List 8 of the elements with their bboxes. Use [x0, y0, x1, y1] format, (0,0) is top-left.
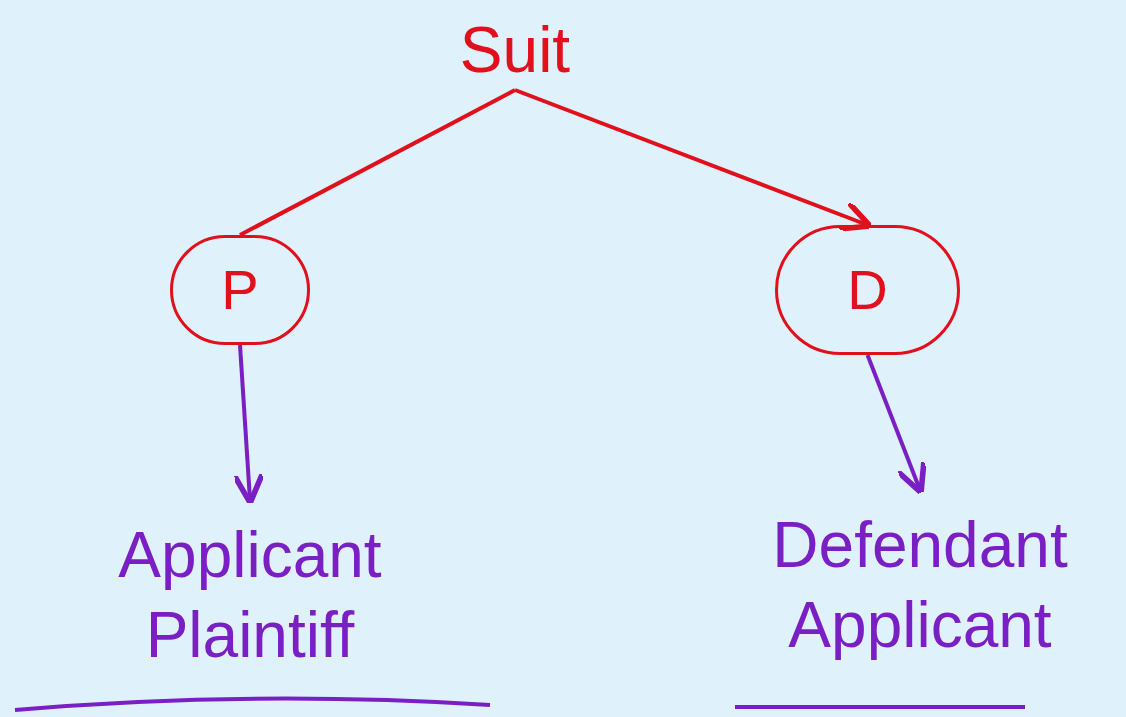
arrow: [514, 88, 873, 232]
title-text: Suit: [459, 13, 571, 88]
arrow: [865, 354, 927, 496]
role-text: Applicant Plaintiff: [117, 518, 383, 673]
circle-letter: P: [221, 257, 259, 323]
arrow: [231, 344, 266, 506]
circle-letter: D: [847, 257, 888, 323]
role-text: Defendant Applicant: [771, 508, 1069, 663]
